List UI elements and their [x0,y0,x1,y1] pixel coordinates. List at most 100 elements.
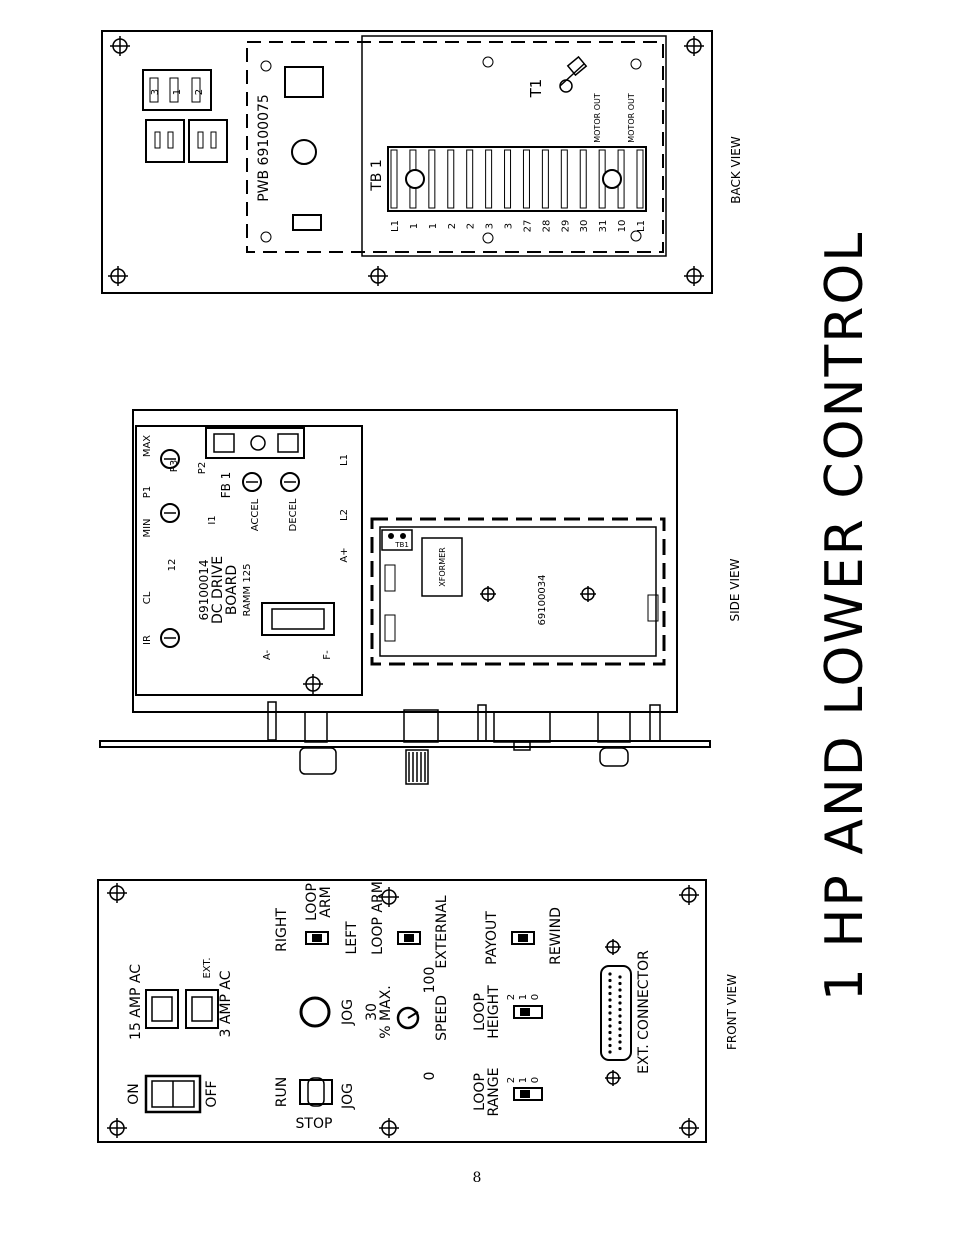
connector-pin [618,981,622,986]
back-view-caption: BACK VIEW [729,136,743,204]
side-view: MAX P3 P1 MIN 12 CL IR P2 I1 FB 1 ACCEL … [99,409,742,785]
receptacle-3pin [142,69,212,111]
f-minus-label: F- [322,650,333,660]
connector-pin [608,985,612,989]
connector-pin [618,1027,622,1031]
connector-pin [618,1001,622,1005]
terminal-label: 2 [447,223,458,229]
terminal-label: 10 [617,220,628,233]
transformer-t1-icon [559,55,588,93]
on-label: ON [126,1083,142,1105]
capacitor [291,139,317,165]
board-model: RAMM 125 [242,564,253,617]
motor-out-label: MOTOR OUT [593,93,602,143]
terminal-screw [405,169,425,189]
connector-pin [618,1046,622,1051]
loop-height-label-1: LOOP [472,993,488,1031]
terminal-label: 29 [560,220,571,233]
board-name-1: DC DRIVE [210,556,226,624]
pct-100-label: 100 [422,967,438,994]
power-switch[interactable] [144,1074,202,1114]
l1-label: L1 [339,454,350,466]
connector-pin [618,988,622,992]
a-minus-label: A- [262,649,273,660]
loop-arm-direction-switch[interactable] [305,931,329,945]
connector-pin [608,1043,612,1048]
pwb-outline [246,41,664,253]
fuse-3a[interactable] [185,989,219,1029]
run-label: RUN [274,1077,290,1107]
tb1-label: TB1 [394,541,409,549]
connector-pin [608,978,612,983]
pot-label: MIN [142,518,153,537]
speed-knob[interactable] [396,1006,420,1030]
motor-out-label: MOTOR OUT [627,93,636,143]
connector-pin [618,1040,622,1044]
fuse-15a[interactable] [145,989,179,1029]
terminal-strip [485,149,493,209]
terminal-label: L1 [636,220,647,232]
loop-range-switch[interactable] [513,1087,543,1101]
right-label: RIGHT [274,908,290,952]
jog-switch-label: JOG [340,1083,356,1110]
terminal-strip [636,149,644,209]
terminal-label: 27 [522,220,533,233]
sub-board-part: 69100034 [537,575,548,626]
connector-pin [608,1037,612,1041]
mount-hole-icon [108,36,704,286]
connector-pin [608,1030,612,1035]
pot-label: CL [142,591,153,604]
terminal-label: 2 [466,223,477,229]
i1-label: I1 [207,515,218,524]
page-number: 8 [472,1170,482,1186]
jog-button[interactable] [299,996,331,1028]
page-title: 1 HP AND LOWER CONTROL [815,231,875,1002]
relay [284,66,324,98]
loop-arm-external-switch[interactable] [397,931,421,945]
terminal-strip [579,149,587,209]
accel-label: ACCEL [250,498,261,531]
t1-label: T1 [527,79,545,99]
terminal-label: 3 [485,223,496,229]
loop-arm-label-2: ARM [318,886,334,917]
connector-pin [618,1020,622,1025]
fb1-connector [205,427,305,459]
standoff-icon [480,586,596,602]
payout-rewind-switch[interactable] [511,931,535,945]
external-label: EXTERNAL [434,895,450,968]
front-view-caption: FRONT VIEW [725,974,739,1050]
ext-connector[interactable] [600,965,632,1061]
position-label: 2 [506,1077,517,1083]
connector-pin [608,998,612,1002]
mount-hole-icon [303,674,323,694]
connector-pin [608,972,612,976]
position-label: 0 [530,1077,541,1083]
p2-label: P2 [197,462,208,474]
terminal-label: 1 [428,223,439,229]
zero-label: 0 [422,1072,438,1081]
pin-label: 1 [172,89,183,95]
component [292,214,322,231]
pot-label: IR [142,635,153,645]
board-connector [261,602,335,636]
connector-pins [608,972,622,1054]
ext-label: EXT. [202,957,213,978]
terminal-screw [602,169,622,189]
connector-pin [618,1033,622,1038]
loop-height-switch[interactable] [513,1005,543,1019]
stop-label: STOP [296,1116,333,1132]
a-plus-label: A+ [339,547,350,562]
connector-pin [608,1011,612,1015]
terminal-block [387,146,647,212]
connector-pin [608,1024,612,1028]
pot-label: P1 [142,486,153,498]
run-stop-jog-switch[interactable] [299,1079,333,1105]
pwb-label: PWB 69100075 [256,94,272,202]
pot-label: MAX [142,435,153,457]
terminal-strip [428,149,436,209]
terminal-label: 3 [504,223,515,229]
front-plate [99,740,711,748]
terminal-strip [390,149,398,209]
jog-button-label: JOG [340,999,356,1026]
